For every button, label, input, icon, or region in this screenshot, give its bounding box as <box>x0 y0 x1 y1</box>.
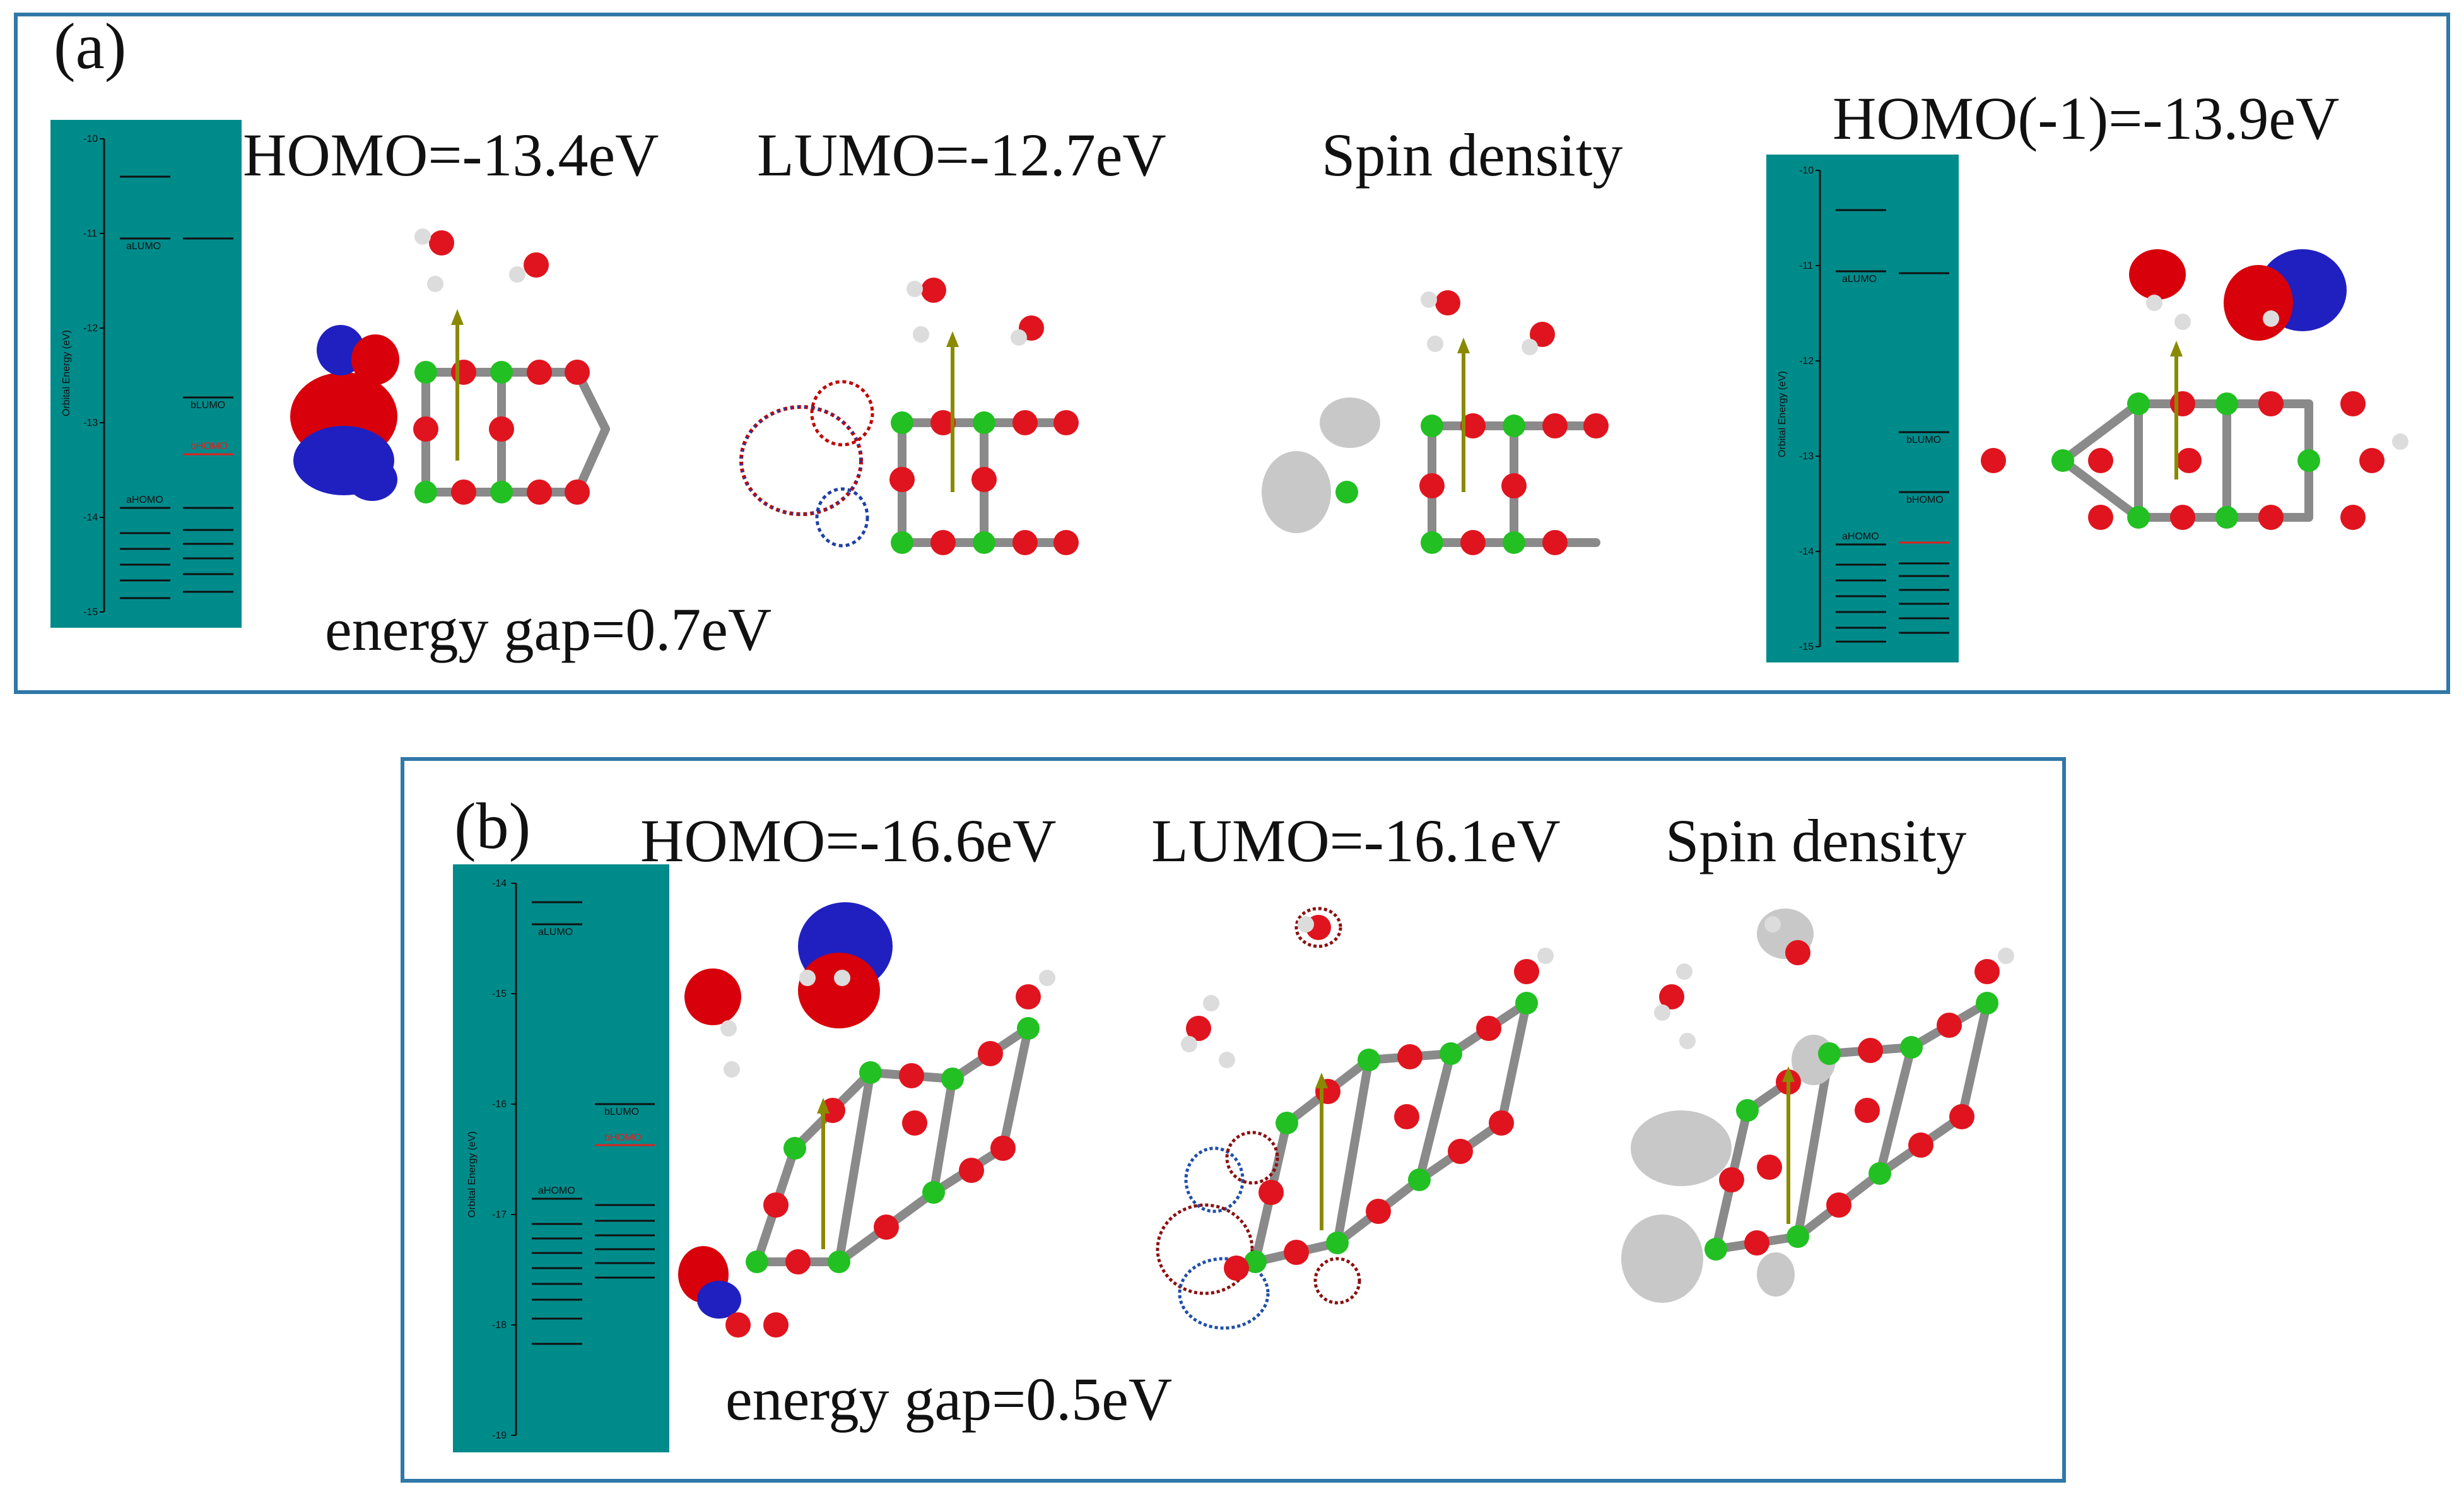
b-tick-3: -17 <box>492 1209 507 1220</box>
a2-tick-0: -10 <box>1799 165 1814 176</box>
molecule-a-homo <box>252 208 610 536</box>
b-tick-5: -19 <box>492 1430 507 1441</box>
b-bhomo: bHOMO <box>604 1132 642 1143</box>
panel-a-lumo-title: LUMO=-12.7eV <box>757 121 1166 189</box>
a2-tick-3: -13 <box>1799 451 1814 462</box>
panel-a-energy-gap: energy gap=0.7eV <box>325 596 772 663</box>
molecule-b-lumo <box>1142 907 1571 1338</box>
molecule-b-homo <box>675 896 1079 1338</box>
b-ylabel: Orbital Energy (eV) <box>467 1131 478 1218</box>
a2-ylabel: Orbital Energy (eV) <box>1777 371 1788 457</box>
b-ahomo: aHOMO <box>538 1185 575 1196</box>
b-alumo: aLUMO <box>538 927 573 938</box>
panel-b-spin-title: Spin density <box>1665 807 1967 874</box>
molecule-a-homo-minus1 <box>1974 227 2416 555</box>
a2-alumo: aLUMO <box>1842 274 1877 285</box>
a1-ylabel: Orbital Energy (eV) <box>61 330 72 416</box>
a2-tick-1: -11 <box>1799 261 1813 271</box>
panel-a-homo-minus1-title: HOMO(-1)=-13.9eV <box>1833 85 2340 152</box>
a2-ahomo: aHOMO <box>1842 531 1879 542</box>
molecule-b-spin <box>1615 909 2031 1338</box>
panel-b-homo-title: HOMO=-16.6eV <box>640 807 1057 874</box>
panel-a-spin-title: Spin density <box>1322 121 1623 189</box>
b-tick-2: -16 <box>492 1099 507 1110</box>
b-tick-0: -14 <box>492 878 507 889</box>
a1-tick-0: -10 <box>83 134 98 144</box>
panel-a-letter: (a) <box>54 10 127 83</box>
a1-bhomo: bHOMO <box>191 441 228 452</box>
panel-a <box>14 13 2450 694</box>
panel-b-lumo-title: LUMO=-16.1eV <box>1151 807 1561 874</box>
molecule-a-spin <box>1255 284 1609 574</box>
a1-ahomo: aHOMO <box>126 495 163 505</box>
a2-tick-5: -15 <box>1799 642 1814 652</box>
a1-tick-5: -15 <box>83 607 98 618</box>
molecule-a-lumo <box>732 278 1085 568</box>
a1-tick-4: -14 <box>83 512 98 523</box>
a1-blumo: bLUMO <box>191 400 225 411</box>
a2-tick-4: -14 <box>1799 546 1814 557</box>
a1-tick-2: -12 <box>83 323 98 334</box>
a1-tick-1: -11 <box>83 228 97 239</box>
energy-diagram-a2: -10 -11 -12 -13 -14 -15 Orbital Energy (… <box>1766 155 1959 662</box>
panel-a-homo-title: HOMO=-13.4eV <box>243 121 659 189</box>
a1-alumo: aLUMO <box>126 241 161 252</box>
energy-diagram-a1: -10 -11 -12 -13 -14 -15 Orbital Energy (… <box>50 120 242 628</box>
b-tick-1: -15 <box>492 989 507 999</box>
energy-diagram-b: -14 -15 -16 -17 -18 -19 Orbital Energy (… <box>453 864 669 1452</box>
panel-b <box>401 757 2066 1483</box>
a2-blumo: bLUMO <box>1906 435 1941 445</box>
a1-tick-3: -13 <box>83 418 98 428</box>
panel-b-letter: (b) <box>454 790 531 862</box>
a2-bhomo: bHOMO <box>1906 495 1944 505</box>
b-blumo: bLUMO <box>604 1107 639 1117</box>
panel-b-energy-gap: energy gap=0.5eV <box>725 1365 1173 1433</box>
b-tick-4: -18 <box>492 1320 507 1331</box>
a2-tick-2: -12 <box>1799 356 1814 367</box>
